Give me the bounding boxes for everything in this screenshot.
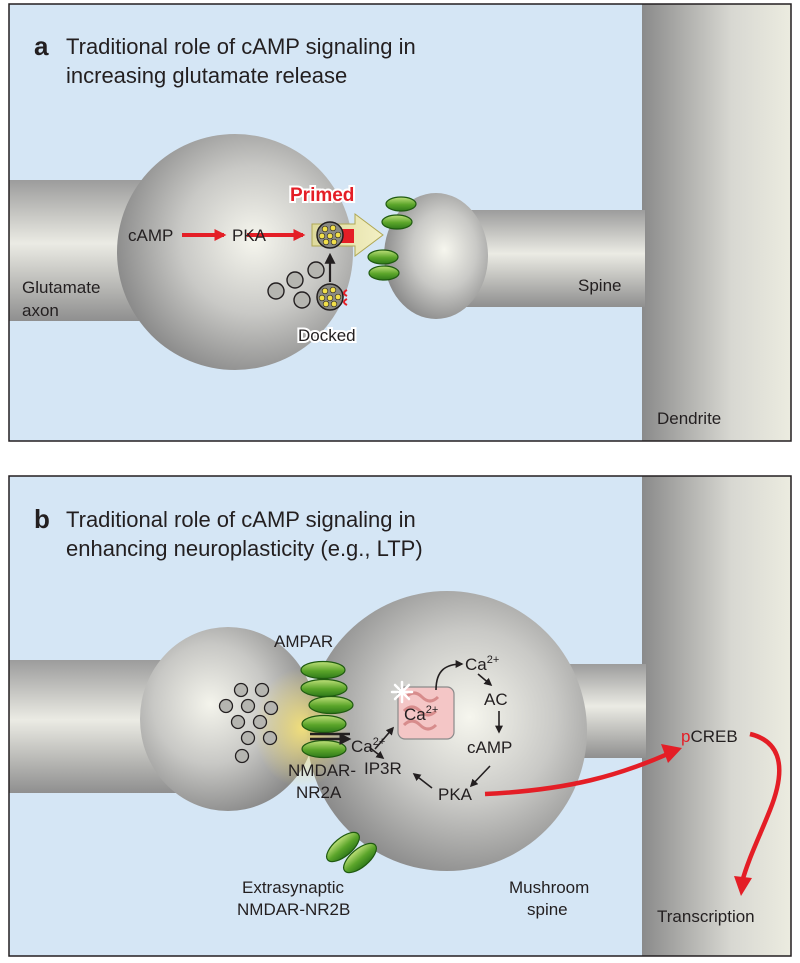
panel-a-letter: a xyxy=(34,31,49,61)
vesicle xyxy=(267,282,285,300)
nmdar-nr2a-receptor xyxy=(301,714,347,734)
flash-icon xyxy=(390,680,414,704)
dendrite-label: Dendrite xyxy=(657,409,721,428)
pka-label: PKA xyxy=(232,226,267,245)
receptor xyxy=(367,249,399,265)
priming-protein xyxy=(341,229,354,243)
vesicle xyxy=(240,730,256,746)
vesicle xyxy=(263,700,279,716)
ca-influx-label: Ca2+ xyxy=(351,736,385,756)
ampar-receptor xyxy=(308,695,354,715)
vesicle xyxy=(234,748,250,764)
spine-head xyxy=(384,193,488,319)
nmdar-nr2a-receptor xyxy=(301,739,347,759)
primed-vesicle xyxy=(316,221,344,249)
vesicle xyxy=(233,682,249,698)
ip3r-label: IP3R xyxy=(364,759,402,778)
er-ca-label: Ca2+ xyxy=(404,704,438,724)
panel-b: b Traditional role of cAMP signaling in … xyxy=(9,476,791,956)
arrow-ca-ip3r xyxy=(368,746,385,759)
arrow-pka-ip3r xyxy=(412,773,433,789)
docked-vesicle xyxy=(316,283,348,311)
pka-label: PKA xyxy=(438,785,473,804)
primed-label: Primed xyxy=(290,185,354,206)
nmdar-label-line1: NMDAR- xyxy=(288,761,356,780)
mushroom-label-line2: spine xyxy=(527,900,568,919)
ampar-receptor xyxy=(300,678,348,698)
ampar-receptor xyxy=(300,660,346,680)
axon-label-line1: Glutamate xyxy=(22,278,100,297)
arrow-pka-pcreb xyxy=(484,750,671,797)
er-calcium-store xyxy=(397,686,455,740)
mushroom-label-line1: Mushroom xyxy=(509,878,589,897)
panel-a: a Traditional role of cAMP signaling in … xyxy=(9,4,791,441)
panel-b-border xyxy=(8,475,792,957)
arrow-er-ca xyxy=(435,660,464,691)
presynaptic-bouton xyxy=(117,134,353,370)
extrasynaptic-nmdar-receptor xyxy=(343,842,377,874)
receptor xyxy=(368,265,400,281)
dendrite-shaft xyxy=(642,4,791,441)
ac-label: AC xyxy=(484,690,508,709)
vesicle xyxy=(218,698,234,714)
vesicle xyxy=(230,714,246,730)
vesicle xyxy=(286,271,304,289)
panel-a-border xyxy=(8,3,792,442)
arrow-pka-pcreb-head xyxy=(661,744,682,763)
camp-label: cAMP xyxy=(467,738,512,757)
spine-label: Spine xyxy=(578,276,621,295)
vesicle xyxy=(252,714,268,730)
panel-a-title-line2: increasing glutamate release xyxy=(66,63,347,88)
arrow-pcreb-transcription-head xyxy=(734,876,752,896)
panel-a-title-line1: Traditional role of cAMP signaling in xyxy=(66,34,416,59)
vesicle xyxy=(254,682,270,698)
transcription-label: Transcription xyxy=(657,907,755,926)
vesicle xyxy=(240,698,256,714)
dendrite-shaft xyxy=(642,476,791,956)
receptor xyxy=(385,196,417,212)
docked-label: Docked xyxy=(298,326,356,345)
extrasynaptic-nmdar-receptor xyxy=(326,831,360,863)
camp-label: cAMP xyxy=(128,226,173,245)
arrow-camp-pka xyxy=(469,765,491,788)
ca-top-label: Ca2+ xyxy=(465,654,499,674)
axon-label-line2: axon xyxy=(22,301,59,320)
arrow-ip3r-er xyxy=(374,726,395,750)
arrow-pcreb-transcription xyxy=(739,731,782,883)
pcreb-label: pCREB xyxy=(681,727,738,746)
nmdar-label-line2: NR2A xyxy=(296,783,342,802)
ampar-label: AMPAR xyxy=(274,632,333,651)
vesicle xyxy=(293,291,311,309)
arrow-ca-ac xyxy=(477,673,493,687)
extrasynaptic-label-line2: NMDAR-NR2B xyxy=(237,900,350,919)
extrasynaptic-label-line1: Extrasynaptic xyxy=(242,878,345,897)
vesicle xyxy=(262,730,278,746)
panel-b-letter: b xyxy=(34,504,50,534)
receptor xyxy=(381,214,413,230)
vesicle xyxy=(307,261,325,279)
panel-b-title-line2: enhancing neuroplasticity (e.g., LTP) xyxy=(66,536,423,561)
panel-b-title-line1: Traditional role of cAMP signaling in xyxy=(66,507,416,532)
